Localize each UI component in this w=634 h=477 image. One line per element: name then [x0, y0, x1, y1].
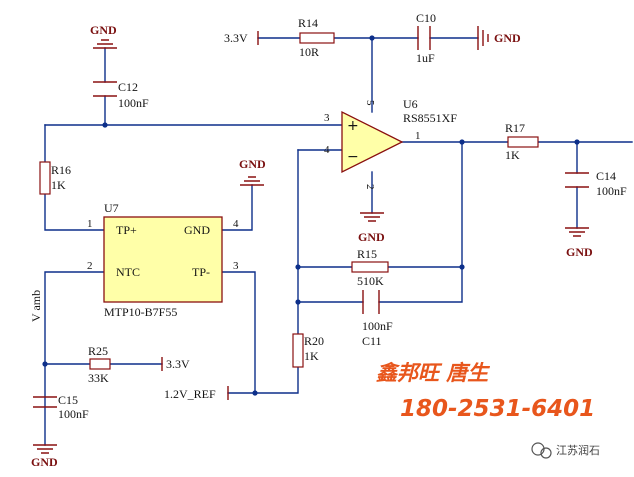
u7-ref: U7: [104, 201, 119, 215]
capacitor-c15: [33, 396, 57, 408]
c11-ref: C11: [362, 334, 382, 348]
power-label-33v: 3.3V: [224, 31, 248, 45]
resistor-r16: [39, 161, 51, 195]
capacitor-c12: [93, 81, 117, 97]
ground-icon: [93, 39, 117, 49]
c11-value: 100nF: [362, 319, 393, 333]
junction: [295, 264, 301, 270]
junction: [459, 139, 465, 145]
r16-value: 1K: [51, 178, 66, 192]
u7-pin4-name: GND: [184, 223, 210, 237]
u7-pin4: 4: [233, 218, 239, 230]
vamb-label: V amb: [29, 290, 43, 322]
ground-icon: [477, 26, 489, 50]
gnd-label: GND: [90, 23, 117, 37]
junction: [295, 299, 301, 305]
gnd-label: GND: [566, 245, 593, 259]
ground-icon: [240, 176, 264, 186]
c14-value: 100nF: [596, 184, 627, 198]
c12-value: 100nF: [118, 96, 149, 110]
ground-icon: [360, 212, 384, 222]
u7-pin2-name: NTC: [116, 265, 140, 279]
ic-u7-body: [103, 216, 223, 303]
u6-pin-inn: 4: [324, 144, 330, 156]
watermark-account: 江苏润石: [556, 443, 600, 457]
junction: [574, 139, 580, 145]
r15-value: 510K: [357, 274, 384, 288]
c15-ref: C15: [58, 393, 78, 407]
u7-pin2: 2: [87, 260, 93, 272]
u7-pin3: 3: [233, 260, 239, 272]
c14-ref: C14: [596, 169, 616, 183]
opamp-body: [341, 110, 404, 174]
r25-ref: R25: [88, 344, 108, 358]
u7-pin1-name: TP+: [116, 223, 137, 237]
r20-value: 1K: [304, 349, 319, 363]
gnd-label: GND: [358, 230, 385, 244]
u7-pin3-name: TP-: [192, 265, 210, 279]
capacitor-c14: [565, 172, 589, 188]
wechat-icon: [531, 442, 552, 459]
resistor-r20: [292, 333, 304, 368]
c10-ref: C10: [416, 11, 436, 25]
c10-value: 1uF: [416, 51, 435, 65]
r15-ref: R15: [357, 247, 377, 261]
wires: [44, 37, 633, 446]
u6-pin-vdd: 5: [364, 100, 376, 106]
r14-ref: R14: [298, 16, 318, 30]
u6-pin-out: 1: [415, 130, 421, 142]
capacitor-c10: [417, 26, 431, 50]
u6-pin-inp: 3: [324, 112, 330, 124]
junction: [459, 264, 465, 270]
vref-label: 1.2V_REF: [164, 387, 216, 401]
r16-ref: R16: [51, 163, 71, 177]
power-label-33v: 3.3V: [166, 357, 190, 371]
u7-pin1: 1: [87, 218, 93, 230]
gnd-label: GND: [31, 455, 58, 469]
capacitor-c11: [362, 290, 380, 314]
u6-minus: −: [347, 149, 359, 165]
r17-value: 1K: [505, 148, 520, 162]
r14-value: 10R: [299, 45, 319, 59]
ground-icon: [33, 444, 57, 454]
junction: [252, 390, 258, 396]
junctions: [42, 35, 580, 396]
gnd-label: GND: [239, 157, 266, 171]
ground-icon: [565, 227, 589, 237]
u7-part: MTP10-B7F55: [104, 305, 177, 319]
r20-ref: R20: [304, 334, 324, 348]
c12-ref: C12: [118, 80, 138, 94]
opamp-u6: [341, 110, 404, 174]
r25-value: 33K: [88, 371, 109, 385]
r17-ref: R17: [505, 121, 525, 135]
junction: [369, 35, 375, 41]
gnd-label: GND: [494, 31, 521, 45]
u6-pin-vss: 2: [364, 184, 376, 190]
watermark-name: 鑫邦旺 唐生: [376, 361, 490, 385]
u6-part: RS8551XF: [403, 111, 457, 125]
c15-value: 100nF: [58, 407, 89, 421]
resistor-r25: [89, 358, 111, 370]
junction: [102, 122, 108, 128]
junction: [42, 361, 48, 367]
resistor-r14: [299, 32, 335, 44]
resistor-r15: [351, 261, 389, 273]
watermark-phone: 180-2531-6401: [400, 396, 595, 422]
resistor-r17: [507, 136, 539, 148]
u6-ref: U6: [403, 97, 418, 111]
u6-plus: +: [347, 118, 359, 134]
